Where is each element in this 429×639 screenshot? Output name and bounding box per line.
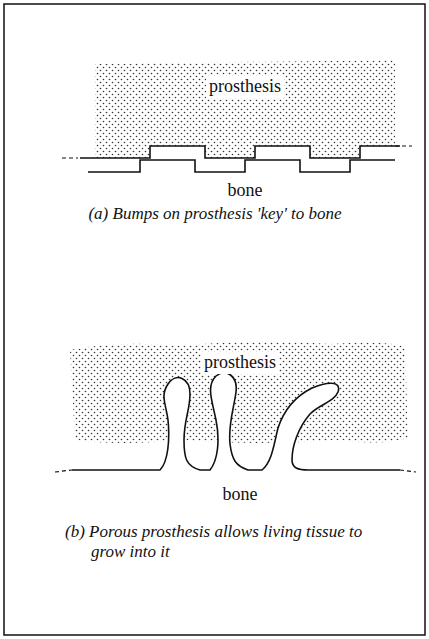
part-label: bone [223,484,258,506]
part-label: prosthesis [201,352,279,374]
bone-edge [88,160,395,172]
prosthesis-edge [80,146,400,158]
porous-prosthesis-region [70,341,408,443]
frame [4,4,425,635]
tissue-outline [72,373,400,470]
part-label: bone [228,180,263,202]
caption: (a) Bumps on prosthesis 'key' to bone [50,204,380,224]
prosthesis-region [95,60,395,158]
caption: (b) Porous prosthesis allows living tiss… [65,522,365,563]
part-label: prosthesis [206,76,284,98]
